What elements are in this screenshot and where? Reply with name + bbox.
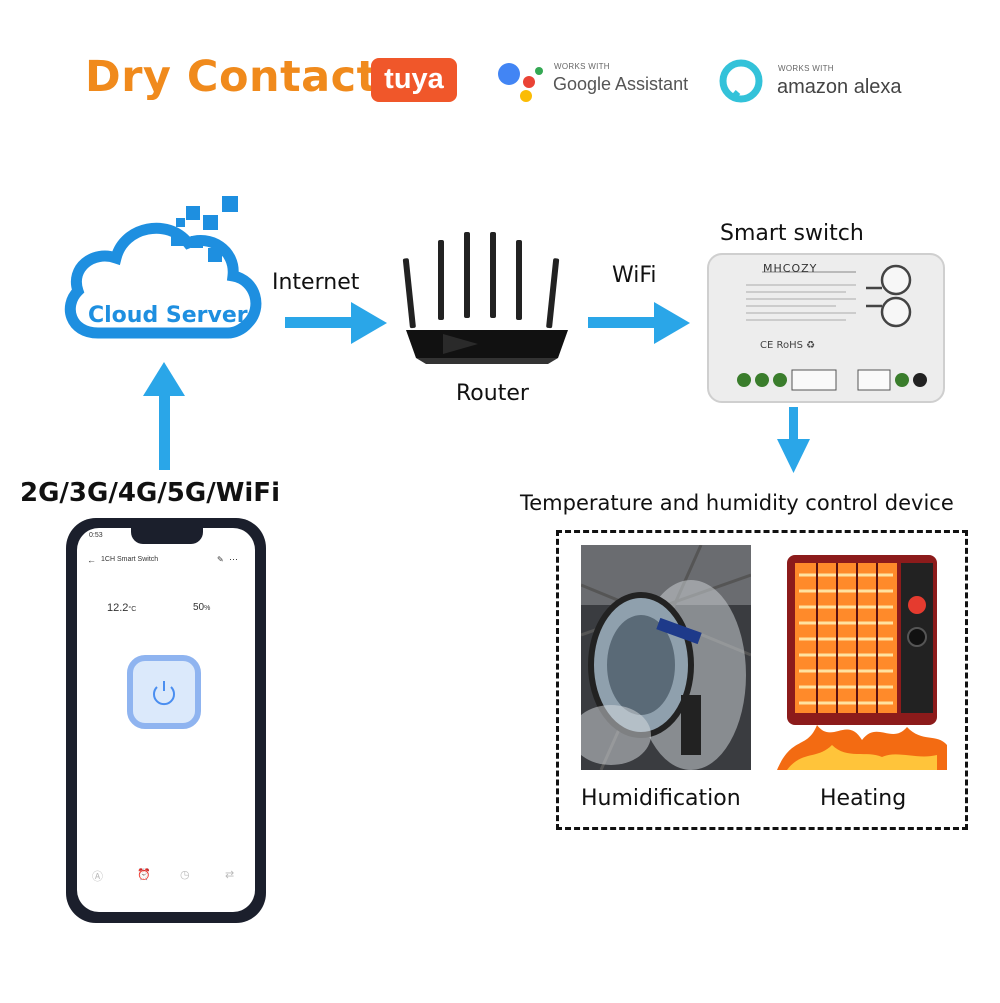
smart-switch-device bbox=[707, 253, 945, 403]
cycle-icon[interactable]: ⇄ bbox=[225, 868, 235, 881]
smart-switch-label: Smart switch bbox=[720, 221, 864, 246]
alexa-label: amazon alexa bbox=[777, 76, 902, 98]
arrow-right-icon bbox=[588, 302, 690, 344]
timer-icon[interactable]: ⏰ bbox=[137, 868, 151, 881]
more-icon[interactable]: ⋯ bbox=[229, 554, 238, 564]
power-icon bbox=[153, 681, 175, 706]
power-button[interactable] bbox=[127, 655, 201, 729]
mode-icon[interactable]: Ⓐ bbox=[92, 870, 103, 883]
temperature-unit: °C bbox=[128, 606, 137, 613]
page-title: Dry Contact bbox=[85, 52, 378, 102]
temperature-reading: 12.2 bbox=[107, 602, 129, 614]
switch-certifications: CE RoHS ♻ bbox=[760, 340, 816, 351]
wifi-label: WiFi bbox=[612, 263, 657, 288]
control-device-box bbox=[556, 530, 968, 830]
humidity-unit: % bbox=[204, 605, 211, 612]
router-label: Router bbox=[456, 381, 529, 406]
phone-notch bbox=[131, 528, 203, 544]
heating-label: Heating bbox=[820, 786, 907, 811]
countdown-icon[interactable]: ◷ bbox=[180, 868, 190, 881]
heater-image bbox=[777, 545, 947, 770]
edit-icon[interactable]: ✎ bbox=[217, 555, 224, 564]
switch-brand: MHCOZY bbox=[763, 262, 818, 275]
alexa-icon bbox=[719, 59, 763, 103]
status-time: 0:53 bbox=[89, 532, 103, 539]
tuya-logo: tuya bbox=[371, 58, 457, 102]
humidifier-fan-image bbox=[581, 545, 751, 770]
google-assistant-label: Google Assistant bbox=[553, 74, 689, 94]
arrow-down-icon bbox=[777, 407, 810, 473]
alexa-works-with: WORKS WITH bbox=[778, 64, 834, 73]
internet-label: Internet bbox=[272, 270, 360, 295]
back-icon[interactable]: ← bbox=[87, 555, 96, 565]
arrow-right-icon bbox=[285, 302, 387, 344]
arrow-up-icon bbox=[143, 362, 185, 470]
temperature-value: 12.2°C bbox=[107, 602, 136, 614]
control-device-label: Temperature and humidity control device bbox=[520, 491, 954, 515]
network-types-label: 2G/3G/4G/5G/WiFi bbox=[20, 478, 280, 508]
router-icon bbox=[402, 232, 568, 364]
humidity-reading: 50 bbox=[193, 602, 205, 613]
screen-title: 1CH Smart Switch bbox=[101, 556, 159, 563]
humidification-label: Humidification bbox=[581, 786, 741, 811]
cloud-server-icon bbox=[64, 196, 262, 339]
cloud-server-label: Cloud Server bbox=[88, 303, 248, 328]
phone-screen: 0:53 ← 1CH Smart Switch ✎ ⋯ 12.2°C 50% Ⓐ… bbox=[77, 528, 255, 912]
humidity-value: 50% bbox=[193, 602, 210, 613]
google-assistant-icon bbox=[498, 63, 543, 102]
google-works-with: WORKS WITH bbox=[554, 62, 610, 71]
